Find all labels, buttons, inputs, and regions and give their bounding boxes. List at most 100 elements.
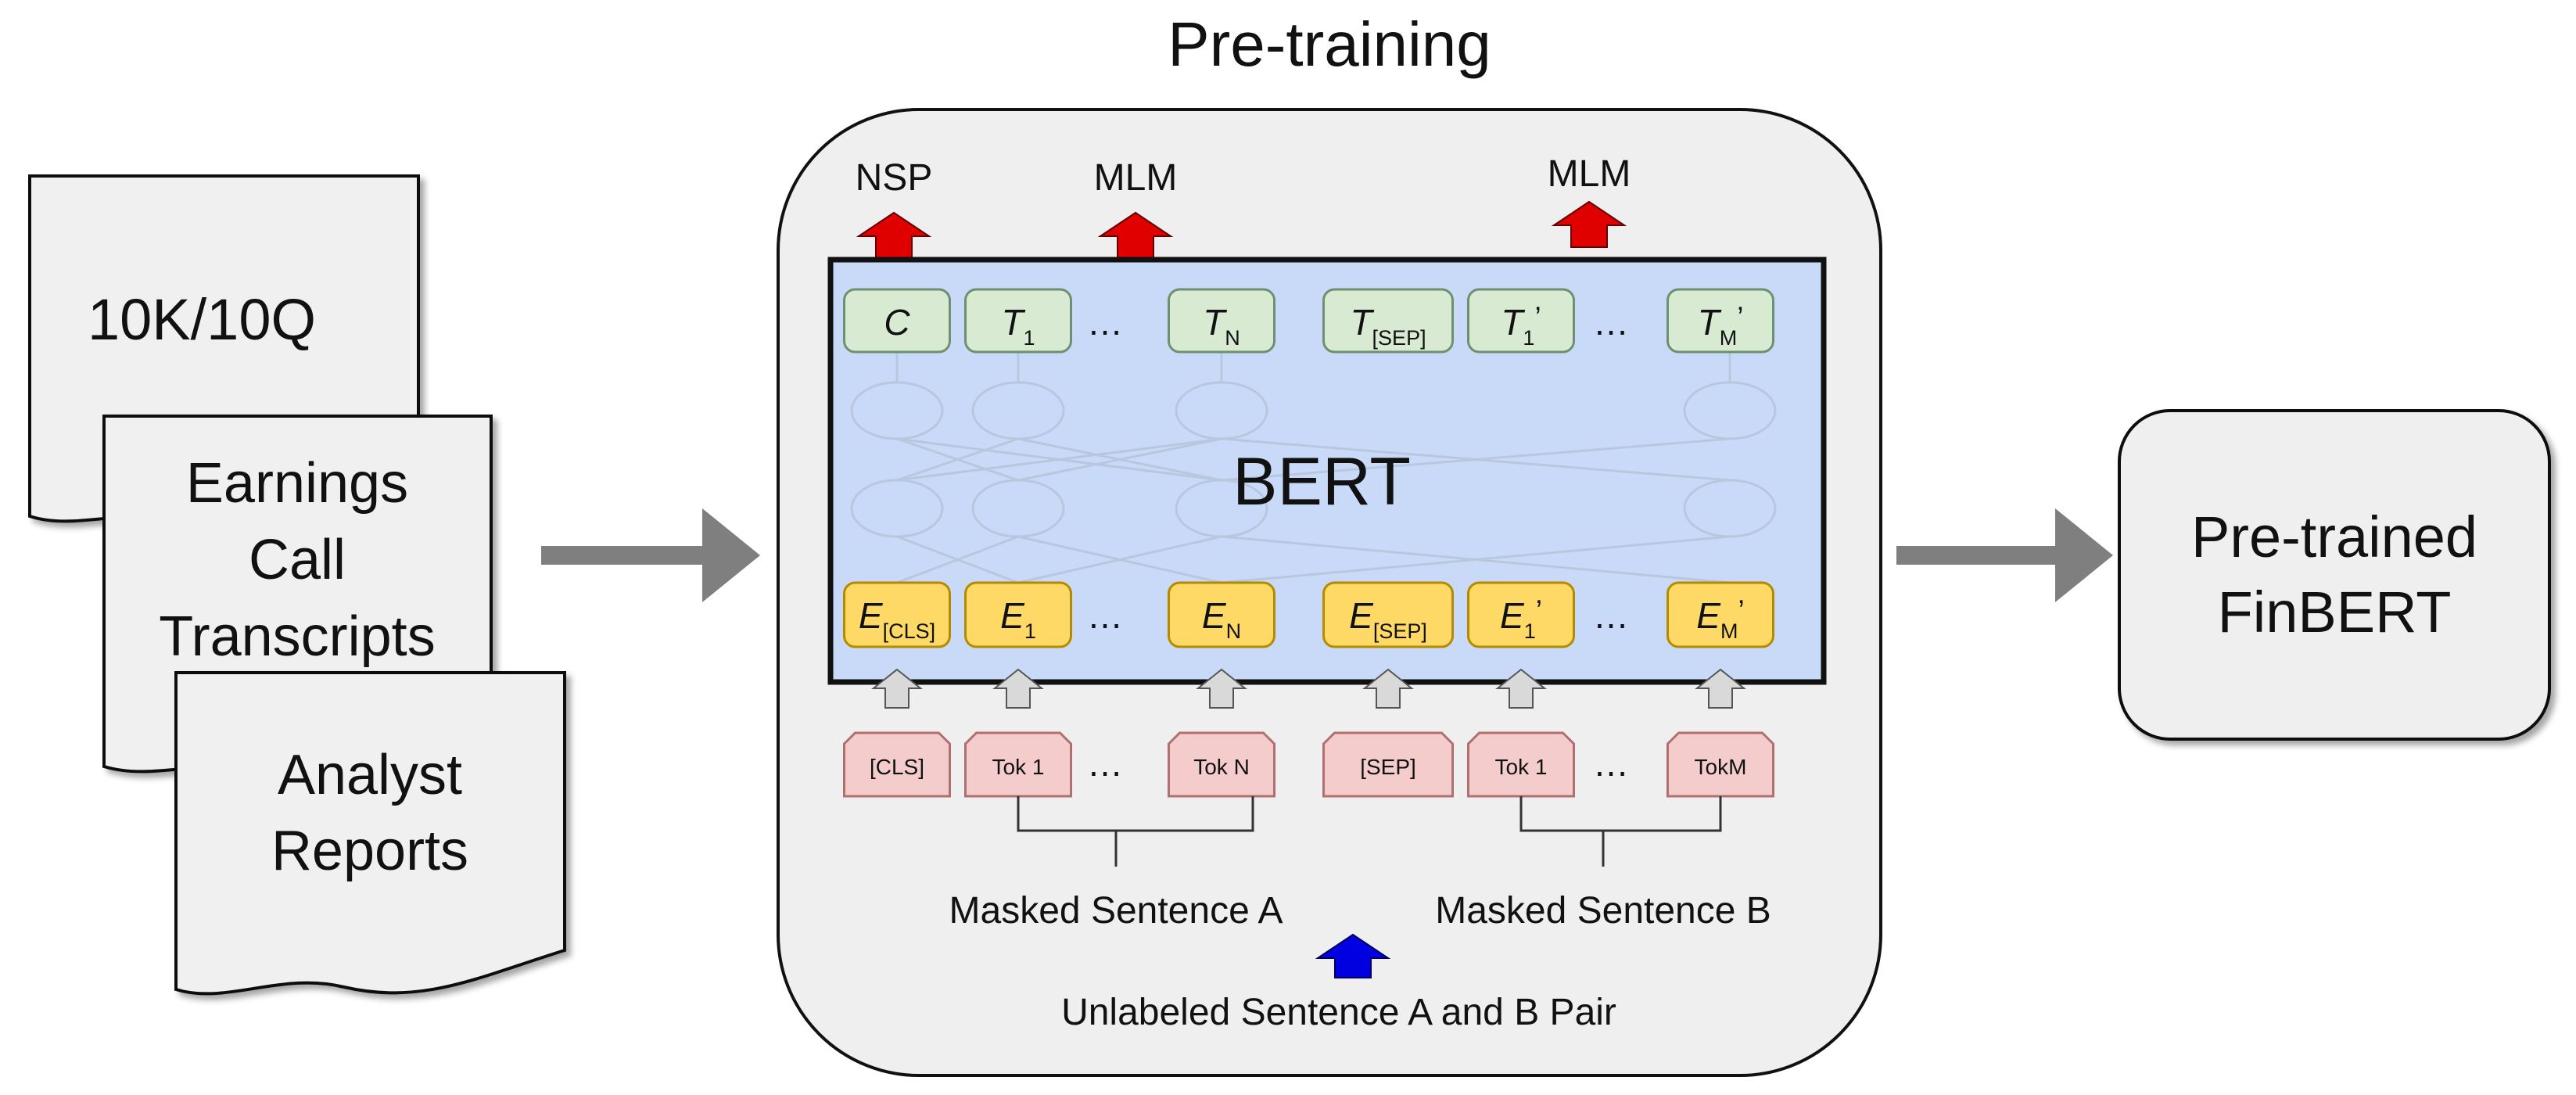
svg-text:EM’: EM’ <box>1696 594 1744 643</box>
output-token-2: … <box>1087 302 1123 343</box>
document-earnings-line-2: Call <box>249 529 346 591</box>
embedding-box <box>1667 581 1774 648</box>
document-analyst-reports: Analyst Reports <box>174 671 566 996</box>
input-token-label: [CLS] <box>870 755 924 779</box>
document-10k-10q-label: 10K/10Q <box>88 287 316 352</box>
sentence-b-bracket <box>1519 796 1722 867</box>
embedding-3: EN <box>1168 581 1275 648</box>
embedding-6: … <box>1593 595 1629 636</box>
svg-text:E[SEP]: E[SEP] <box>1349 595 1427 643</box>
flow-arrow-right <box>1896 508 2113 602</box>
cell-main-text: E <box>1202 595 1227 636</box>
svg-text:TN: TN <box>1203 302 1240 350</box>
output-token-1: T1 <box>964 288 1072 354</box>
input-token-box <box>1467 731 1575 798</box>
output-token-4: T[SEP] <box>1322 288 1454 354</box>
output-token-5: T1’ <box>1467 288 1575 354</box>
embedding-up-arrow-7 <box>1695 668 1746 709</box>
bert-label: BERT <box>1232 444 1411 519</box>
document-earnings-line-1: Earnings <box>186 452 408 515</box>
input-token-box <box>964 731 1072 798</box>
input-token-5: Tok 1 <box>1467 731 1575 798</box>
embedding-up-arrow-5 <box>1495 668 1547 709</box>
cell-main-text: T <box>1203 302 1227 343</box>
svg-text:…: … <box>1087 595 1123 636</box>
cell-main-text: T <box>1501 302 1525 343</box>
cell-subscript-text: M <box>1720 326 1738 350</box>
output-token-6: … <box>1593 302 1629 343</box>
pretrained-finbert-line-2: FinBERT <box>2218 580 2452 644</box>
input-token-box <box>843 731 951 798</box>
svg-text:EN: EN <box>1202 595 1241 643</box>
svg-text:…: … <box>1593 595 1629 636</box>
svg-text:T1: T1 <box>1001 302 1035 350</box>
input-label: Unlabeled Sentence A and B Pair <box>1061 992 1616 1033</box>
embedding-4: E[SEP] <box>1322 581 1454 648</box>
cell-subscript-text: 1 <box>1024 326 1035 350</box>
embedding-box <box>964 581 1072 648</box>
cell-prime-text: ’ <box>1534 301 1541 333</box>
output-token-0: C <box>843 288 951 354</box>
pretrained-finbert-line-1: Pre-trained <box>2191 504 2477 569</box>
output-token-box <box>1168 288 1275 354</box>
nsp-head: NSP <box>856 157 932 259</box>
input-token-row: [CLS]Tok 1…Tok N[SEP]Tok 1…TokM <box>843 731 1774 798</box>
pretrained-finbert-box: Pre-trained FinBERT <box>2118 409 2551 741</box>
embedding-up-arrow-4 <box>1362 668 1414 709</box>
document-earnings-line-3: Transcripts <box>159 605 435 668</box>
document-stack: 10K/10Q Earnings Call Transcripts Analys… <box>28 174 566 996</box>
svg-text:T[SEP]: T[SEP] <box>1350 302 1426 350</box>
cell-subscript-text: 1 <box>1523 326 1534 350</box>
input-token-0: [CLS] <box>843 731 951 798</box>
cell-main-text: E <box>1349 595 1374 636</box>
sentence-a-bracket <box>1017 796 1254 867</box>
cell-subscript-text: 1 <box>1024 619 1036 643</box>
embedding-0: E[CLS] <box>843 581 951 648</box>
input-token-label: Tok N <box>1193 755 1250 779</box>
cell-main-text: E <box>1000 595 1025 636</box>
cell-subscript-text: M <box>1720 619 1738 643</box>
svg-text:TM’: TM’ <box>1698 301 1744 350</box>
embedding-up-arrow-0 <box>871 668 923 709</box>
cell-main-text: C <box>884 302 910 343</box>
cell-subscript-text: [CLS] <box>883 619 936 643</box>
input-token-box <box>1322 731 1454 798</box>
embedding-box <box>1467 581 1575 648</box>
output-token-box <box>1322 288 1454 354</box>
output-token-3: TN <box>1168 288 1275 354</box>
cell-subscript-text: N <box>1225 326 1240 350</box>
input-token-3: Tok N <box>1168 731 1275 798</box>
embedding-7: EM’ <box>1667 581 1774 648</box>
transformer-network <box>850 344 1777 584</box>
embedding-2: … <box>1087 595 1123 636</box>
embedding-up-arrow-1 <box>992 668 1044 709</box>
input-token-6: … <box>1593 743 1629 784</box>
input-token-1: Tok 1 <box>964 731 1072 798</box>
cell-main-text: E <box>1500 595 1525 636</box>
embedding-input-arrows <box>871 668 1746 709</box>
input-token-label: Tok 1 <box>992 755 1045 779</box>
output-token-box <box>964 288 1072 354</box>
input-token-box <box>1168 731 1275 798</box>
svg-text:C: C <box>884 302 910 343</box>
cell-subscript-text: 1 <box>1524 619 1536 643</box>
input-token-label: Tok 1 <box>1495 755 1548 779</box>
sentence-b-label: Masked Sentence B <box>1435 890 1771 932</box>
embedding-5: E1’ <box>1467 581 1575 648</box>
cell-main-text: T <box>1698 302 1722 343</box>
cell-main-text: … <box>1593 302 1629 343</box>
input-token-7: TokM <box>1667 731 1774 798</box>
mlm-label-b: MLM <box>1548 153 1631 195</box>
svg-text:…: … <box>1087 302 1123 343</box>
cell-prime-text: ’ <box>1737 301 1743 333</box>
flow-arrow-left <box>541 508 760 602</box>
output-token-box <box>843 288 951 354</box>
output-token-box <box>1667 288 1774 354</box>
input-token-box <box>1667 731 1774 798</box>
cell-main-text: … <box>1087 595 1123 636</box>
embedding-box <box>843 581 951 648</box>
svg-text:T1’: T1’ <box>1501 301 1541 350</box>
document-analyst-line-2: Reports <box>271 820 468 882</box>
